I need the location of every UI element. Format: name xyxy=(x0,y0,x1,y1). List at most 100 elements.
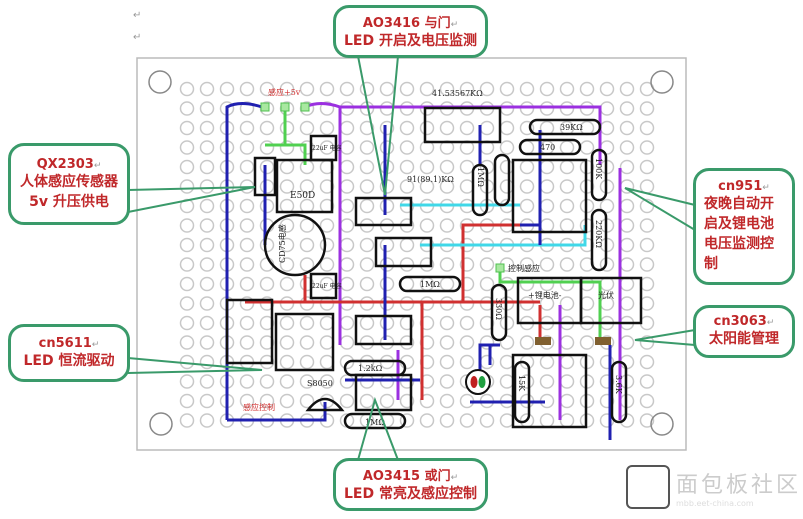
label-r-100k: 100K xyxy=(594,158,603,180)
perfboard-hole xyxy=(319,374,335,389)
resistor xyxy=(253,156,277,197)
perfboard-hole xyxy=(199,81,215,97)
callout-desc: LED 开启及电压监测 xyxy=(344,33,477,49)
led-red xyxy=(470,376,478,388)
mount-hole xyxy=(650,412,674,436)
perfboard-hole xyxy=(399,81,415,97)
perfboard-hole xyxy=(299,393,315,409)
perfboard-hole xyxy=(179,296,195,311)
perfboard-hole xyxy=(179,120,195,136)
callout-ao3416: AO3416 与门↵ LED 开启及电压监测 xyxy=(333,5,488,58)
label-capacitor: 22uF 电容 xyxy=(312,144,342,152)
perfboard-hole xyxy=(179,81,195,97)
perfboard-hole xyxy=(459,120,475,136)
watermark: 面包板社区 mbb.eet-china.com xyxy=(626,465,801,509)
label-control-sense: 控制感应 xyxy=(508,263,540,273)
perfboard-hole xyxy=(539,81,555,97)
watermark-url: mbb.eet-china.com xyxy=(676,498,754,508)
label-battery: +锂电池- xyxy=(528,290,562,300)
label-r-220k: 220KΩ xyxy=(594,220,603,248)
perfboard-hole xyxy=(359,257,375,272)
perfboard-hole xyxy=(359,393,375,409)
perfboard-hole xyxy=(179,218,195,233)
perfboard-hole xyxy=(379,393,395,409)
perfboard-hole xyxy=(439,374,455,389)
resistor-220k xyxy=(590,208,608,272)
perfboard-hole xyxy=(459,413,475,428)
cn3063-module xyxy=(511,353,588,429)
cn951-module xyxy=(511,158,588,234)
label-pv: 光伏 xyxy=(598,290,614,300)
perfboard-hole xyxy=(619,120,635,136)
perfboard-hole xyxy=(319,81,335,97)
perfboard-hole xyxy=(359,179,375,194)
perfboard-hole xyxy=(259,120,275,136)
qx2303-module xyxy=(275,158,334,214)
perfboard-hole xyxy=(359,120,375,136)
perfboard-hole xyxy=(299,276,315,292)
perfboard-hole xyxy=(319,179,335,194)
perfboard-hole xyxy=(379,276,395,292)
perfboard-hole xyxy=(259,140,275,155)
perfboard-hole xyxy=(299,120,315,136)
transistor-s8050 xyxy=(305,397,345,412)
mount-hole xyxy=(650,70,674,94)
perfboard-hole xyxy=(519,374,535,389)
perfboard-hole xyxy=(419,159,435,175)
traces xyxy=(225,102,622,440)
perfboard-hole xyxy=(399,413,415,428)
perfboard-hole xyxy=(239,374,255,389)
perfboard-hole xyxy=(419,413,435,428)
ao3416-module xyxy=(354,196,413,227)
perfboard-hole xyxy=(179,335,195,350)
perfboard-hole xyxy=(559,257,575,272)
perfboard-hole xyxy=(179,374,195,389)
perfboard-hole xyxy=(459,81,475,97)
perfboard-hole xyxy=(259,393,275,409)
label-sense-control: 感应控制 xyxy=(243,402,275,412)
perfboard-hole xyxy=(279,335,295,350)
callout-title: QX2303 xyxy=(36,156,94,172)
perfboard-hole xyxy=(199,120,215,136)
perfboard-hole xyxy=(399,179,415,194)
callout-desc: LED 恒流驱动 xyxy=(23,352,115,369)
perfboard-hole xyxy=(499,140,515,155)
perfboard-hole xyxy=(279,218,295,233)
perfboard-hole xyxy=(579,257,595,272)
callout-ao3415: AO3415 或门↵ LED 常亮及感应控制 xyxy=(333,458,488,511)
perfboard-hole xyxy=(439,159,455,175)
resistor-39k xyxy=(528,118,602,136)
perfboard-hole xyxy=(619,81,635,97)
perfboard-hole xyxy=(259,198,275,214)
perfboard-hole xyxy=(199,276,215,292)
callout-title: cn5611 xyxy=(38,335,92,351)
watermark-logo-icon xyxy=(626,465,670,509)
perfboard-hole xyxy=(439,335,455,350)
perfboard-hole xyxy=(359,237,375,253)
perfboard-hole xyxy=(299,315,315,331)
perfboard-hole xyxy=(639,413,655,428)
resistor-1m xyxy=(343,412,407,430)
label-r-470: 470 xyxy=(540,143,555,152)
perfboard-hole xyxy=(259,237,275,253)
perfboard-hole xyxy=(239,81,255,97)
callout-title: cn3063 xyxy=(713,314,767,329)
perfboard-hole xyxy=(499,335,515,350)
capacitor xyxy=(309,134,338,162)
perfboard-hole xyxy=(559,179,575,194)
label-transistor: S8050 xyxy=(307,379,333,388)
perfboard-hole xyxy=(259,276,275,292)
callout-title: cn951 xyxy=(718,179,763,194)
resistor xyxy=(471,163,489,217)
perfboard-hole xyxy=(319,120,335,136)
pv-connector xyxy=(579,276,643,325)
label-r-41k: 41.53567KΩ xyxy=(432,89,483,98)
callout-title: AO3416 与门 xyxy=(362,16,451,31)
perfboard-hole xyxy=(539,296,555,311)
perfboard-hole xyxy=(639,120,655,136)
perfboard-hole xyxy=(179,257,195,272)
perfboard-hole xyxy=(439,354,455,370)
callout-desc: LED 常亮及感应控制 xyxy=(344,486,477,502)
perfboard-hole xyxy=(639,237,655,253)
perfboard-hole xyxy=(639,354,655,370)
